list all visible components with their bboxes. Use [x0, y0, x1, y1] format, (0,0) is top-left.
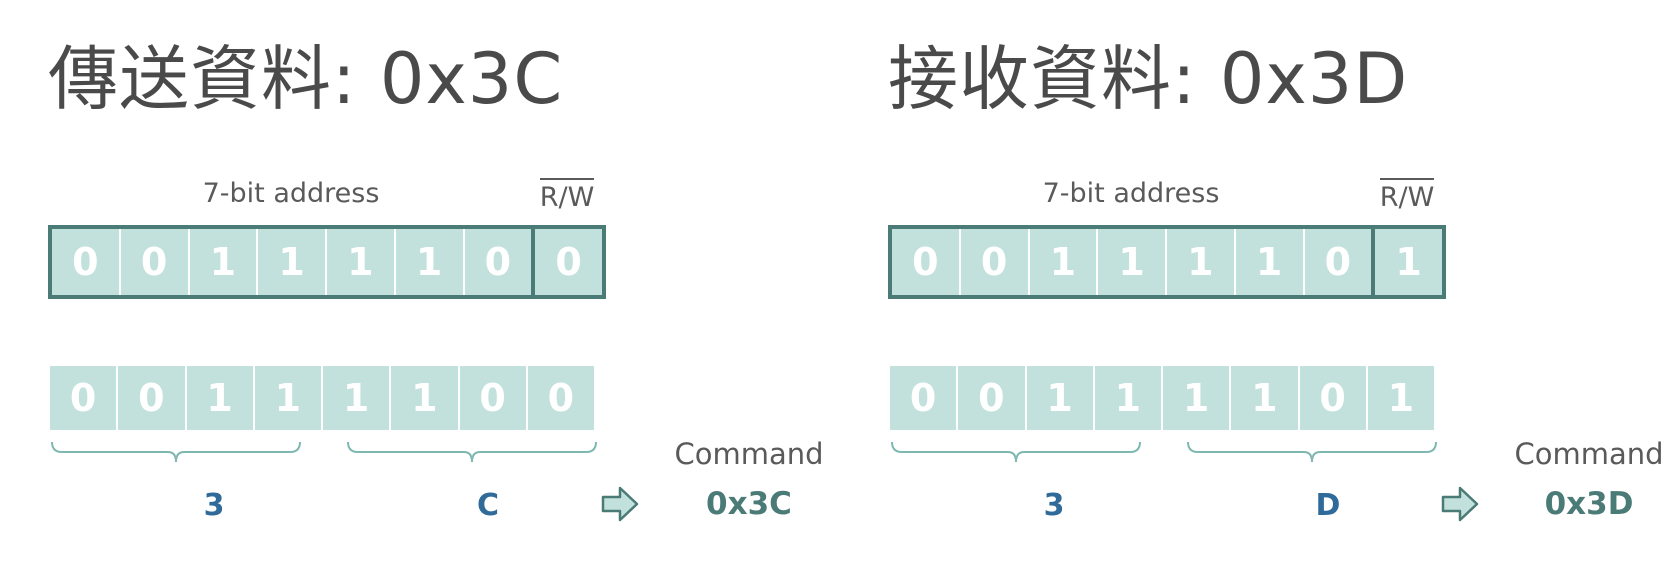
address-label: 7-bit address — [202, 178, 380, 209]
brace-icon — [51, 441, 597, 463]
byte-bit: 1 — [1387, 376, 1415, 420]
rw-label: R/W — [534, 178, 600, 213]
byte-bit: 1 — [323, 366, 392, 430]
frame-bit: 1 — [1167, 229, 1236, 295]
brace-icon — [891, 441, 1437, 463]
low-nibble: D — [1315, 488, 1341, 523]
byte-bit: 0 — [118, 366, 187, 430]
byte-bit: 0 — [1300, 366, 1368, 430]
command-label: Command — [1514, 437, 1664, 471]
rw-label-text: R/W — [539, 178, 595, 213]
address-label: 7-bit address — [1042, 178, 1220, 209]
byte-bit: 0 — [547, 376, 575, 420]
rw-bit: 0 — [555, 240, 582, 284]
frame-bit: 0 — [121, 229, 190, 295]
high-nibble: 3 — [1043, 488, 1065, 523]
frame-bit: 1 — [258, 229, 327, 295]
right-arrow-icon — [1441, 486, 1479, 522]
low-nibble: C — [476, 488, 500, 523]
high-nibble: 3 — [203, 488, 225, 523]
transmit-title: 傳送資料: 0x3C — [48, 38, 564, 120]
byte-bit: 0 — [50, 366, 119, 430]
command-value: 0x3D — [1544, 486, 1634, 522]
byte-bit: 1 — [391, 366, 460, 430]
byte-bit: 1 — [1027, 366, 1095, 430]
byte-bit: 1 — [1163, 366, 1232, 430]
frame-bit: 0 — [961, 229, 1030, 295]
frame-bit: 0 — [52, 229, 121, 295]
byte-bit: 0 — [958, 366, 1027, 430]
byte-bit: 1 — [1231, 366, 1300, 430]
rw-label-text: R/W — [1379, 178, 1435, 213]
byte-bit: 0 — [460, 366, 528, 430]
frame-bit: 0 — [465, 229, 536, 295]
frame-bit: 0 — [1305, 229, 1376, 295]
command-value: 0x3C — [706, 486, 792, 522]
command-label: Command — [674, 437, 824, 471]
frame-bit: 1 — [1098, 229, 1167, 295]
byte-row: 0 0 1 1 1 1 0 1 — [890, 366, 1434, 430]
byte-bit: 0 — [890, 366, 959, 430]
frame-bit: 0 — [892, 229, 961, 295]
right-arrow-icon — [601, 486, 639, 522]
frame-bit: 1 — [190, 229, 259, 295]
frame-bit: 1 — [327, 229, 396, 295]
address-frame: 0 0 1 1 1 1 0 1 — [888, 225, 1446, 299]
rw-label: R/W — [1374, 178, 1440, 213]
byte-row: 0 0 1 1 1 1 0 0 — [50, 366, 594, 430]
receive-title: 接收資料: 0x3D — [888, 38, 1409, 120]
rw-bit: 1 — [1395, 240, 1422, 284]
address-frame: 0 0 1 1 1 1 0 0 — [48, 225, 606, 299]
frame-bit: 1 — [1236, 229, 1305, 295]
frame-bit: 1 — [1030, 229, 1099, 295]
byte-bit: 1 — [255, 366, 323, 430]
byte-bit: 1 — [187, 366, 255, 430]
receive-panel: 接收資料: 0x3D 7-bit address R/W 0 0 1 1 1 1… — [888, 0, 1674, 584]
frame-bit: 1 — [396, 229, 465, 295]
byte-bit: 1 — [1095, 366, 1163, 430]
transmit-panel: 傳送資料: 0x3C 7-bit address R/W 0 0 1 1 1 1… — [48, 0, 888, 584]
